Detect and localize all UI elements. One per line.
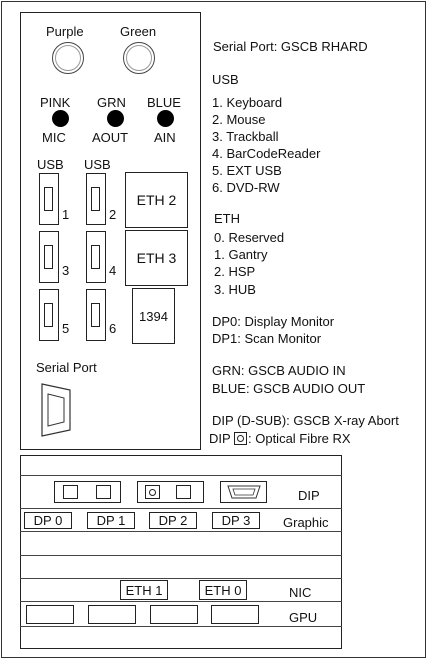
gpu-row-label: GPU bbox=[289, 610, 318, 625]
jack-ain-label: AIN bbox=[154, 130, 176, 145]
green-connector bbox=[123, 42, 155, 74]
jack-pink-label: PINK bbox=[40, 95, 71, 110]
purple-connector-inner bbox=[55, 45, 81, 71]
eth-1-port: ETH 1 bbox=[120, 580, 168, 600]
dip-sq-1 bbox=[63, 485, 78, 499]
purple-label: Purple bbox=[46, 24, 84, 39]
usb-col2-label: USB bbox=[84, 157, 111, 172]
usb-port-2-inner bbox=[91, 187, 100, 211]
dp-3-port: DP 3 bbox=[212, 512, 260, 529]
jack-blue bbox=[157, 110, 174, 127]
legend-eth-heading: ETH bbox=[214, 211, 240, 226]
firewire-1394-port: 1394 bbox=[132, 288, 175, 344]
dp-2-label: DP 2 bbox=[158, 513, 188, 528]
eth-3-port: ETH 3 bbox=[125, 230, 188, 286]
legend-usb-3: 3. Trackball bbox=[212, 129, 279, 144]
legend-eth-0: 0. Reserved bbox=[214, 230, 285, 245]
rack-divider-4 bbox=[20, 555, 342, 556]
rack-divider-3 bbox=[20, 531, 342, 532]
usb-port-1-label: 1 bbox=[62, 207, 70, 222]
dp-1-port: DP 1 bbox=[87, 512, 135, 529]
usb-port-3-label: 3 bbox=[62, 263, 70, 278]
legend-usb-5: 5. EXT USB bbox=[212, 163, 282, 178]
nic-row-label: NIC bbox=[289, 585, 312, 600]
legend-eth-2: 2. HSP bbox=[214, 264, 256, 279]
jack-blue-label: BLUE bbox=[147, 95, 181, 110]
usb-port-4-inner bbox=[91, 245, 100, 269]
dp-0-port: DP 0 bbox=[24, 512, 72, 529]
legend-dip-optical: : Optical Fibre RX bbox=[248, 431, 351, 446]
gpu-slot-1 bbox=[26, 605, 74, 624]
dp-0-label: DP 0 bbox=[33, 513, 63, 528]
dip-optical-connector bbox=[145, 485, 160, 499]
purple-connector bbox=[52, 42, 84, 74]
legend-usb-2: 2. Mouse bbox=[212, 112, 266, 127]
legend-usb-heading: USB bbox=[212, 72, 239, 87]
dip-sq-2 bbox=[96, 485, 111, 499]
dip-optical-ring-icon bbox=[149, 489, 156, 496]
jack-grn bbox=[107, 110, 124, 127]
legend-grn: GRN: GSCB AUDIO IN bbox=[212, 363, 346, 378]
legend-blue: BLUE: GSCB AUDIO OUT bbox=[212, 381, 366, 396]
legend-serial: Serial Port: GSCB RHARD bbox=[213, 39, 368, 54]
legend-dip-dsub: DIP (D-SUB): GSCB X-ray Abort bbox=[212, 413, 399, 428]
legend-eth-1: 1. Gantry bbox=[214, 247, 268, 262]
jack-mic-label: MIC bbox=[42, 130, 66, 145]
dip-sq-3 bbox=[176, 485, 191, 499]
jack-pink bbox=[52, 110, 69, 127]
green-label: Green bbox=[120, 24, 157, 39]
green-connector-inner bbox=[126, 45, 152, 71]
usb-port-5-inner bbox=[44, 303, 53, 327]
rack-divider-6 bbox=[20, 601, 342, 602]
jack-aout-label: AOUT bbox=[92, 130, 129, 145]
optical-fibre-icon bbox=[234, 432, 247, 445]
eth-2-port: ETH 2 bbox=[125, 172, 188, 228]
eth-0-label: ETH 0 bbox=[204, 582, 242, 598]
usb-port-5-label: 5 bbox=[62, 321, 70, 336]
dp-2-port: DP 2 bbox=[149, 512, 197, 529]
dip-row-label: DIP bbox=[298, 488, 320, 503]
usb-port-6-inner bbox=[91, 303, 100, 327]
usb-port-2-label: 2 bbox=[109, 207, 117, 222]
eth-3-label: ETH 3 bbox=[136, 250, 177, 266]
gpu-slot-2 bbox=[88, 605, 136, 624]
serial-port-connector bbox=[41, 383, 71, 437]
jack-grn-label: GRN bbox=[97, 95, 126, 110]
gpu-slot-4 bbox=[211, 605, 259, 624]
legend-usb-6: 6. DVD-RW bbox=[212, 180, 280, 195]
legend-dp0: DP0: Display Monitor bbox=[212, 314, 335, 329]
rack-divider-5 bbox=[20, 578, 342, 579]
firewire-1394-label: 1394 bbox=[139, 308, 168, 324]
legend-eth-3: 3. HUB bbox=[214, 282, 256, 297]
usb-port-3-inner bbox=[44, 245, 53, 269]
legend-dp1: DP1: Scan Monitor bbox=[212, 331, 322, 346]
dsub-connector-icon bbox=[227, 485, 261, 499]
graphic-row-label: Graphic bbox=[283, 515, 329, 530]
legend-usb-1: 1. Keyboard bbox=[212, 95, 283, 110]
usb-port-1-inner bbox=[44, 187, 53, 211]
rack-divider-7 bbox=[20, 626, 342, 627]
usb-col1-label: USB bbox=[37, 157, 64, 172]
usb-port-6-label: 6 bbox=[109, 321, 117, 336]
rack-divider-2 bbox=[20, 508, 342, 509]
dp-1-label: DP 1 bbox=[96, 513, 126, 528]
gpu-slot-3 bbox=[150, 605, 198, 624]
usb-port-4-label: 4 bbox=[109, 263, 117, 278]
dp-3-label: DP 3 bbox=[221, 513, 251, 528]
eth-1-label: ETH 1 bbox=[125, 582, 163, 598]
legend-dip-prefix: DIP bbox=[209, 431, 231, 446]
rack-divider-1 bbox=[20, 475, 342, 476]
serial-port-label: Serial Port bbox=[36, 360, 97, 375]
eth-0-port: ETH 0 bbox=[199, 580, 247, 600]
legend-usb-4: 4. BarCodeReader bbox=[212, 146, 321, 161]
eth-2-label: ETH 2 bbox=[136, 192, 177, 208]
